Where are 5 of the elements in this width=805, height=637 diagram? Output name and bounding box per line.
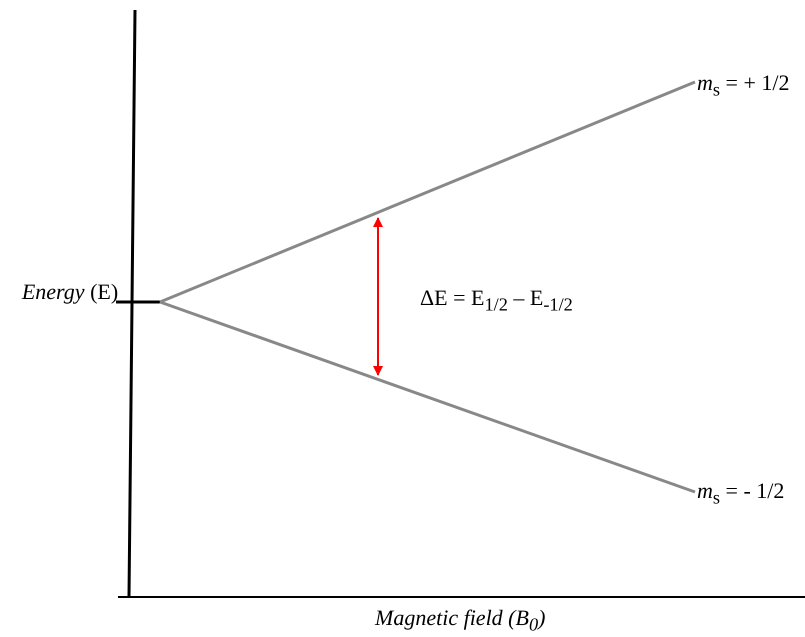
axis-title: Magnetic field (B$_{0}$) xyxy=(375,605,546,636)
energy-level-label: m$_{s}$ = - 1/2 xyxy=(697,478,784,508)
axis-title: Energy (E) xyxy=(20,278,120,306)
energy-gap-equation: ΔE = E$_{1/2}$ – E$_{-1/2}$ xyxy=(420,285,573,316)
energy-level-label: m$_{s}$ = + 1/2 xyxy=(697,70,790,100)
